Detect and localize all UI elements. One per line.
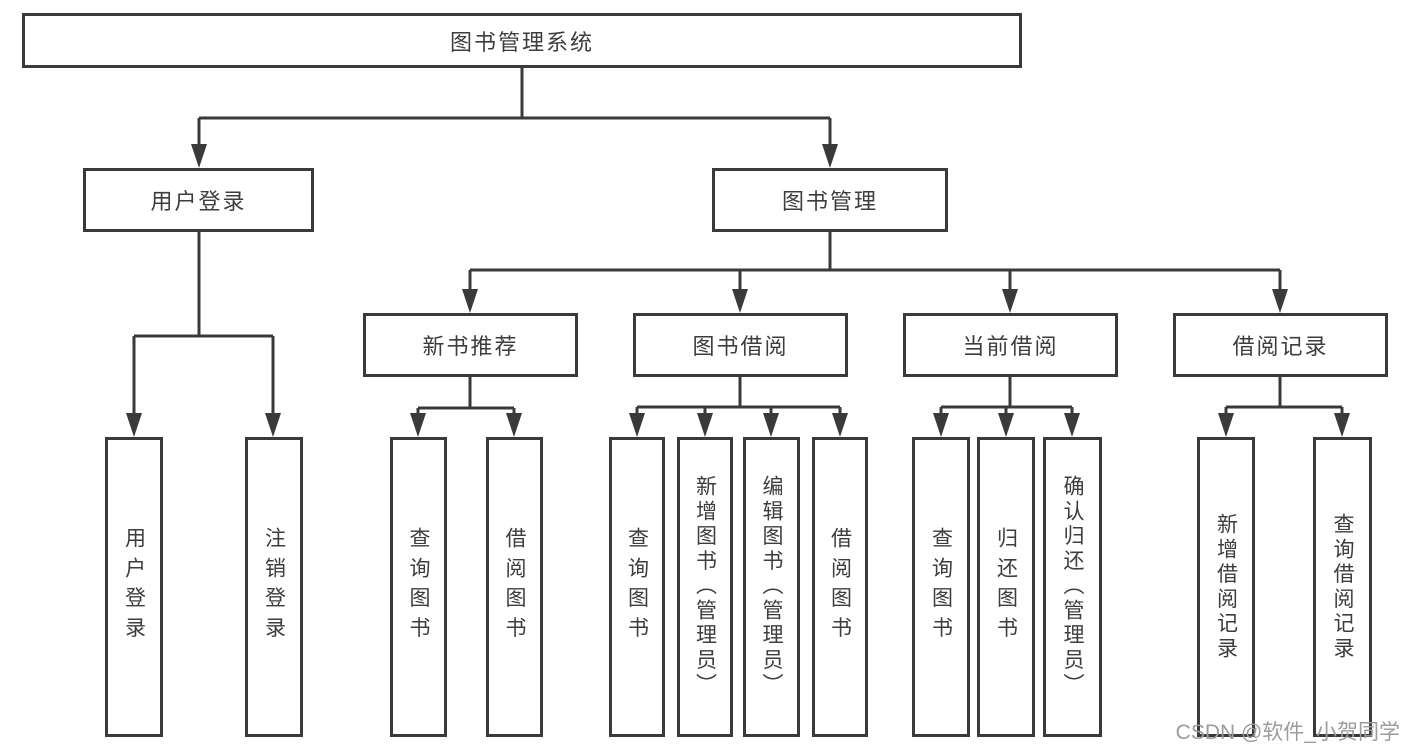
leaf-label: 新增借阅记录 <box>1214 512 1238 662</box>
node-label: 图书借阅 <box>692 334 789 359</box>
leaf-query-books-recommend: 查询图书 <box>390 437 447 737</box>
leaf-label: 归还图书 <box>994 527 1018 647</box>
leaf-query-borrow-record: 查询借阅记录 <box>1313 437 1372 737</box>
leaf-label: 编辑图书（管理员） <box>760 475 783 699</box>
node-label: 新书推荐 <box>422 334 519 359</box>
leaf-label: 查询图书 <box>625 527 649 647</box>
leaf-label: 注销登录 <box>262 527 286 647</box>
node-label: 用户登录 <box>150 189 247 214</box>
node-user-login-module: 用户登录 <box>83 168 314 232</box>
leaf-label: 确认归还（管理员） <box>1061 475 1084 699</box>
leaf-query-books-current: 查询图书 <box>912 437 970 737</box>
leaf-user-login: 用户登录 <box>105 437 163 737</box>
node-label: 图书管理 <box>781 189 878 214</box>
node-current-borrow: 当前借阅 <box>903 313 1118 377</box>
leaf-label: 查询借阅记录 <box>1331 512 1354 662</box>
leaf-label: 用户登录 <box>122 527 146 647</box>
leaf-borrow-books: 借阅图书 <box>812 437 868 737</box>
leaf-label: 查询图书 <box>929 527 953 647</box>
leaf-return-books: 归还图书 <box>977 437 1035 737</box>
leaf-label: 新增图书（管理员） <box>693 475 717 699</box>
leaf-label: 借阅图书 <box>503 527 526 647</box>
node-book-borrow: 图书借阅 <box>633 313 848 377</box>
leaf-label: 查询图书 <box>407 527 430 647</box>
node-root-library-system: 图书管理系统 <box>22 13 1022 68</box>
node-label: 图书管理系统 <box>449 29 594 55</box>
leaf-edit-books-admin: 编辑图书（管理员） <box>743 437 800 737</box>
csdn-watermark: CSDN @软件_小贺同学 <box>1175 721 1400 744</box>
leaf-query-books-borrow: 查询图书 <box>609 437 665 737</box>
leaf-add-books-admin: 新增图书（管理员） <box>677 437 733 737</box>
leaf-confirm-return-admin: 确认归还（管理员） <box>1043 437 1102 737</box>
node-book-management-module: 图书管理 <box>712 168 948 232</box>
leaf-borrow-books-recommend: 借阅图书 <box>486 437 543 737</box>
leaf-logout: 注销登录 <box>245 437 303 737</box>
node-label: 当前借阅 <box>962 334 1059 359</box>
leaf-add-borrow-record: 新增借阅记录 <box>1197 437 1255 737</box>
node-borrow-records: 借阅记录 <box>1173 313 1388 377</box>
leaf-label: 借阅图书 <box>828 527 852 647</box>
node-label: 借阅记录 <box>1232 334 1329 359</box>
node-new-book-recommend: 新书推荐 <box>363 313 578 377</box>
